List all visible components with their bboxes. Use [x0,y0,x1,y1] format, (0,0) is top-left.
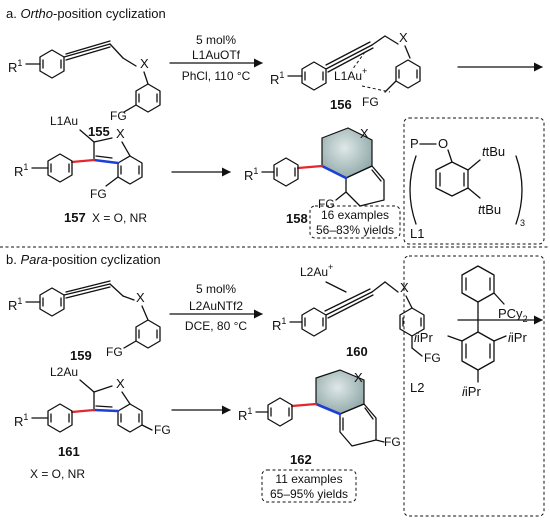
ipr-label-right: iiPr [508,330,527,345]
yields-a: 56–83% yields [316,223,394,237]
o-label: O [438,136,448,151]
r1-label: R1 [8,296,22,313]
x-label: X [116,376,125,391]
fg-label: FG [384,435,401,449]
yields-b: 65–95% yields [270,487,348,501]
tbu-label: ttBu [482,144,505,159]
section-a: a. Ortho-position cyclization X R1 FG 15… [6,6,545,245]
compound-155: X R1 FG 155 [8,40,161,139]
x-definition: X = O, NR [30,467,85,481]
x-label: X [399,30,408,45]
ligand-box-l1 [403,117,545,245]
condition-a-2: L1AuOTf [192,48,241,62]
ipr-label-left: iiPr [414,330,433,345]
compound-number-155: 155 [88,124,110,139]
examples-b: 11 examples [275,472,342,486]
compound-160: L2Au+ R1 X FG 160 [272,262,441,365]
condition-a-3: PhCl, 110 °C [182,69,251,83]
fg-label: FG [106,345,123,359]
compound-157: L1Au X R1 FG 157 X = O, NR [14,114,147,225]
pcy2-label: PCy2 [498,306,528,324]
compound-161: L2Au X R1 FG 161 X = O, NR [14,365,171,481]
condition-a-1: 5 mol% [196,33,236,47]
fg-label: FG [318,197,335,211]
condition-b-2: L2AuNTf2 [189,299,243,313]
compound-number-159: 159 [70,348,92,363]
x-label: X [136,290,145,305]
ligand-label-l1: L1 [410,226,424,241]
ligand-label-l2: L2 [410,380,424,395]
fg-label: FG [362,95,379,109]
examples-a: 16 examples [321,208,389,222]
r1-label: R1 [8,58,22,75]
x-label: X [354,370,363,385]
l2au-label: L2Au [50,365,78,379]
compound-number-161: 161 [58,444,80,459]
r1-label: R1 [272,316,286,333]
compound-number-162: 162 [290,452,312,467]
x-label: X [360,126,369,141]
r1-label: R1 [244,166,258,183]
fg-label: FG [424,351,441,365]
l1au-label: L1Au [50,114,78,128]
x-definition: X = O, NR [92,211,147,225]
compound-162: X R1 FG 162 11 examples 65–95% yields [238,369,401,503]
tbu-label-2: ttBu [478,202,501,217]
result-box-a [309,205,401,239]
ligand-l2: PCy2 iiPr iiPr iiPr L2 [403,255,545,517]
compound-number-157: 157 [64,210,86,225]
x-label: X [140,56,149,71]
compound-number-160: 160 [346,344,368,359]
fg-label: FG [154,423,171,437]
condition-b-3: DCE, 80 °C [185,319,247,333]
compound-number-158: 158 [286,211,308,226]
ligand-l1: P O ttBu ttBu 3 L1 [403,117,545,245]
section-a-title: a. Ortho-position cyclization [6,6,166,21]
subscript-3: 3 [520,218,525,228]
l2au-label: L2Au+ [300,262,333,279]
condition-b-1: 5 mol% [196,282,236,296]
ipr-label-bottom: iiPr [462,384,481,399]
r1-label: R1 [14,162,28,179]
compound-number-156: 156 [330,97,352,112]
p-label: P [410,136,419,151]
section-b: b. Para-position cyclization X R1 FG 159… [6,252,545,517]
r1-label: R1 [238,406,252,423]
r1-label: R1 [270,70,284,87]
section-b-title: b. Para-position cyclization [6,252,161,267]
x-label: X [116,126,125,141]
fg-label: FG [110,109,127,123]
compound-159: X R1 FG 159 [8,280,161,363]
l1au-label: L1Au+ [334,66,367,83]
compound-156: R1 X L1Au+ FG 156 [270,30,421,112]
compound-158: X R1 FG 158 16 examples 56–83% yields [244,126,401,239]
fg-label: FG [90,187,107,201]
r1-label: R1 [14,412,28,429]
